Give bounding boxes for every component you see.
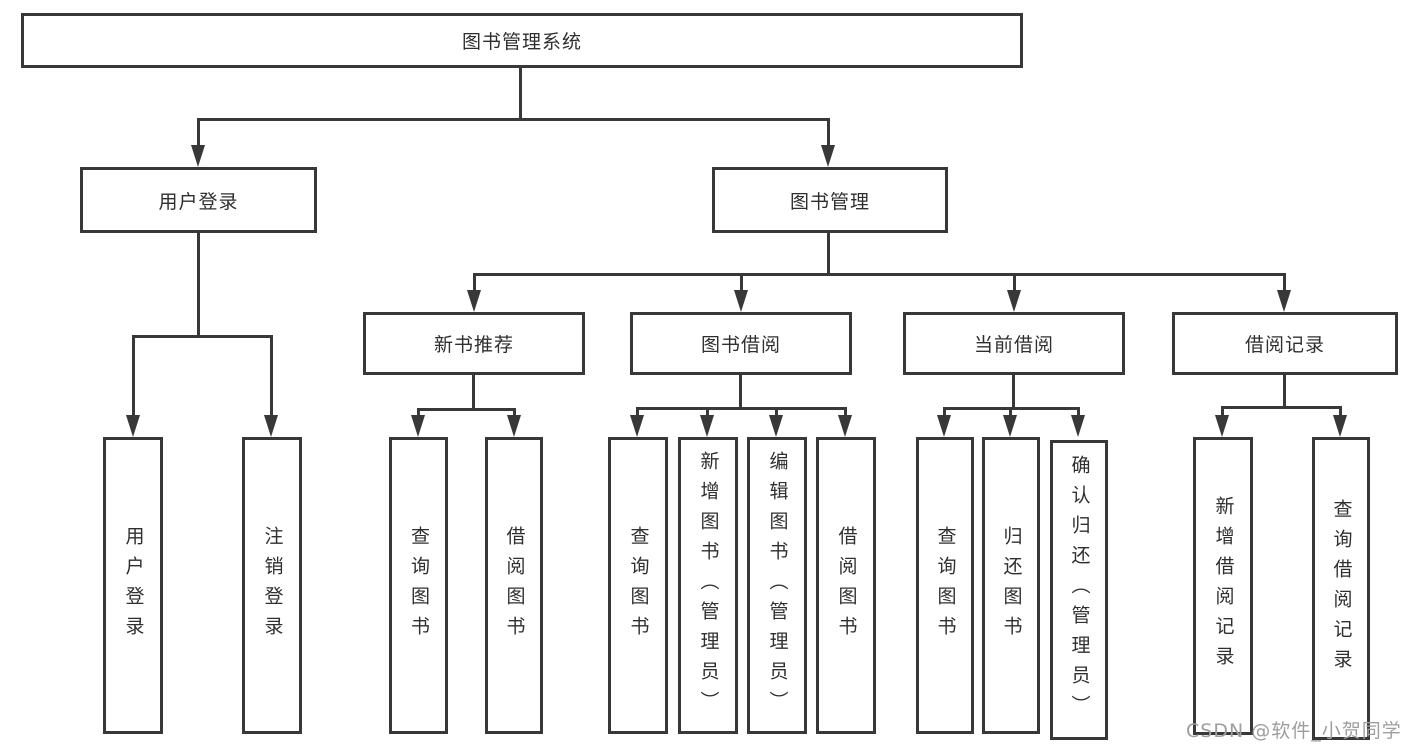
connector-line bbox=[519, 68, 522, 118]
node-label: 查询借阅记录 bbox=[1330, 498, 1353, 679]
connector-line bbox=[827, 233, 830, 273]
arrowhead-icon bbox=[1333, 415, 1347, 437]
node-label: 新书推荐 bbox=[433, 334, 514, 356]
node-label: 图书管理系统 bbox=[461, 31, 582, 53]
connector-line bbox=[1339, 406, 1342, 420]
leaf-query-books-recommend: 查询图书 bbox=[389, 437, 448, 734]
connector-line bbox=[1009, 407, 1012, 420]
arrowhead-icon bbox=[700, 415, 714, 437]
node-label: 图书借阅 bbox=[700, 334, 781, 356]
connector-line bbox=[636, 407, 639, 420]
leaf-borrow-books: 借阅图书 bbox=[816, 437, 876, 734]
connector-line bbox=[417, 408, 420, 420]
arrowhead-icon bbox=[1007, 290, 1021, 312]
node-label: 查询图书 bbox=[934, 525, 957, 646]
connector-line bbox=[472, 375, 475, 408]
node-borrow-records: 借阅记录 bbox=[1172, 312, 1398, 375]
arrowhead-icon bbox=[411, 415, 425, 437]
connector-line bbox=[513, 408, 516, 420]
connector-line bbox=[197, 118, 830, 121]
connector-line bbox=[132, 335, 273, 338]
leaf-edit-books-admin: 编辑图书（管理员） bbox=[747, 437, 807, 734]
connector-line bbox=[844, 407, 847, 420]
connector-line bbox=[1283, 273, 1286, 293]
connector-line bbox=[775, 407, 778, 420]
leaf-confirm-return-admin: 确认归还（管理员） bbox=[1050, 440, 1108, 740]
node-label: 用户登录 bbox=[158, 190, 239, 213]
node-label: 图书管理 bbox=[789, 190, 870, 213]
arrowhead-icon bbox=[1277, 290, 1291, 312]
arrowhead-icon bbox=[126, 415, 140, 437]
connector-line bbox=[270, 335, 273, 417]
leaf-return-books: 归还图书 bbox=[982, 437, 1040, 734]
connector-line bbox=[636, 407, 847, 410]
arrowhead-icon bbox=[937, 415, 951, 437]
leaf-add-borrow-record: 新增借阅记录 bbox=[1193, 437, 1253, 735]
node-current-borrow: 当前借阅 bbox=[903, 312, 1125, 375]
arrowhead-icon bbox=[507, 415, 521, 437]
node-label: 新增图书（管理员） bbox=[697, 450, 720, 721]
node-label: 新增借阅记录 bbox=[1212, 496, 1235, 676]
node-label: 用户登录 bbox=[122, 525, 145, 646]
node-label: 归还图书 bbox=[1000, 525, 1023, 646]
connector-line bbox=[132, 335, 135, 417]
node-book-borrow: 图书借阅 bbox=[630, 312, 852, 375]
leaf-add-books-admin: 新增图书（管理员） bbox=[678, 437, 738, 734]
arrowhead-icon bbox=[734, 290, 748, 312]
leaf-user-login: 用户登录 bbox=[103, 437, 163, 734]
arrowhead-icon bbox=[1071, 415, 1085, 437]
csdn-watermark: CSDN @软件_小贺同学 bbox=[1186, 720, 1402, 742]
connector-line bbox=[1221, 406, 1224, 420]
arrowhead-icon bbox=[1003, 415, 1017, 437]
connector-line bbox=[1283, 375, 1286, 406]
leaf-logout: 注销登录 bbox=[242, 437, 302, 734]
arrowhead-icon bbox=[821, 145, 835, 167]
node-user-login: 用户登录 bbox=[80, 167, 317, 233]
node-label: 借阅图书 bbox=[503, 525, 526, 646]
connector-line bbox=[706, 407, 709, 420]
arrowhead-icon bbox=[1215, 415, 1229, 437]
node-label: 查询图书 bbox=[627, 525, 650, 646]
connector-line bbox=[417, 408, 516, 411]
connector-line bbox=[1012, 375, 1015, 407]
node-label: 编辑图书（管理员） bbox=[766, 450, 789, 721]
leaf-query-books-borrow: 查询图书 bbox=[608, 437, 668, 734]
connector-line bbox=[943, 407, 946, 420]
node-new-book-recommend: 新书推荐 bbox=[363, 312, 585, 375]
arrowhead-icon bbox=[838, 415, 852, 437]
node-label: 当前借阅 bbox=[973, 334, 1054, 356]
connector-line bbox=[740, 273, 743, 293]
arrowhead-icon bbox=[264, 415, 278, 437]
arrowhead-icon bbox=[769, 415, 783, 437]
connector-line bbox=[1077, 407, 1080, 420]
connector-line bbox=[473, 273, 476, 293]
node-library-management-system: 图书管理系统 bbox=[21, 13, 1023, 68]
node-label: 借阅图书 bbox=[835, 525, 858, 646]
node-label: 查询图书 bbox=[408, 525, 430, 646]
leaf-query-borrow-record: 查询借阅记录 bbox=[1312, 437, 1370, 740]
connector-line bbox=[739, 375, 742, 407]
connector-line bbox=[1013, 273, 1016, 293]
node-book-management: 图书管理 bbox=[712, 167, 948, 233]
node-label: 注销登录 bbox=[261, 525, 284, 646]
connector-line bbox=[197, 118, 200, 148]
connector-line bbox=[473, 273, 1285, 276]
arrowhead-icon bbox=[191, 145, 205, 167]
arrowhead-icon bbox=[467, 290, 481, 312]
leaf-query-books-current: 查询图书 bbox=[916, 437, 974, 734]
leaf-borrow-books-recommend: 借阅图书 bbox=[485, 437, 543, 734]
connector-line bbox=[827, 118, 830, 148]
arrowhead-icon bbox=[630, 415, 644, 437]
node-label: 确认归还（管理员） bbox=[1068, 455, 1091, 725]
connector-line bbox=[197, 233, 200, 335]
node-label: 借阅记录 bbox=[1244, 334, 1325, 356]
connector-line bbox=[1221, 406, 1342, 409]
